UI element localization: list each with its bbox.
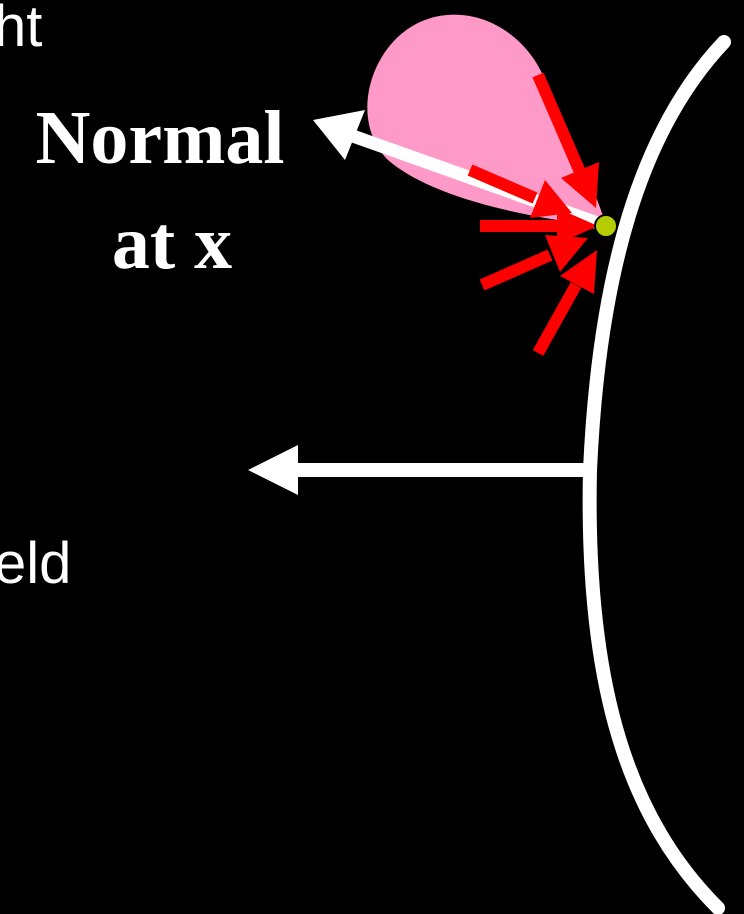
field-arrow — [248, 445, 588, 495]
reflectance-lobe — [367, 15, 606, 226]
surface-point-x — [595, 215, 617, 237]
normal-label-line1: Normal — [35, 96, 284, 180]
cropped-top-label: ht — [0, 0, 42, 59]
ray-5 — [538, 250, 597, 353]
surface-curve — [590, 42, 724, 908]
cropped-middle-label: eld — [0, 531, 71, 596]
normal-label-line2: at x — [112, 201, 232, 285]
